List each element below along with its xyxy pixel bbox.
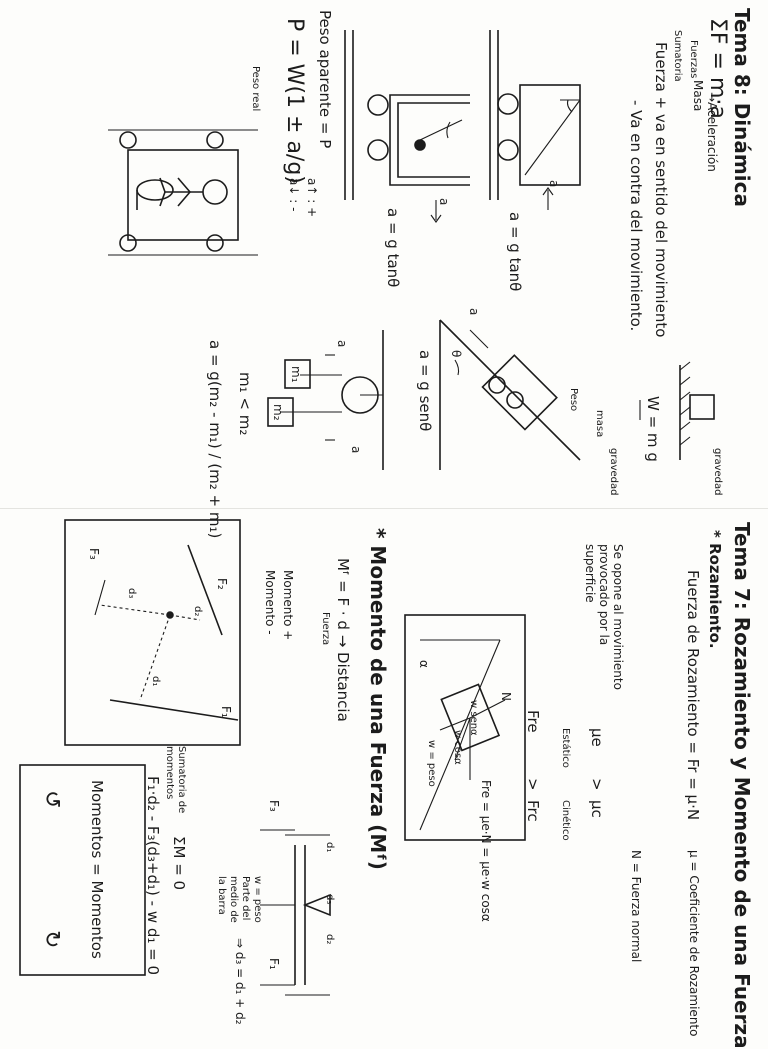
elevator-diagram [108,129,258,256]
cart-1-diagram [489,30,581,210]
incline-formula: a = g senθ [416,350,434,432]
friction-formula: Fuerza de Rozamiento = Fr = μ·N [684,570,702,821]
elevator-rule-up: a↑ : + [305,178,319,218]
pulley-a-right: a [349,446,363,454]
cart-1-formula: a = g tanθ [506,212,524,292]
bar-weight-note-1: Parte del [240,876,251,921]
moment-d1-label: d₁ [150,676,161,687]
friction-box-frame [404,614,526,841]
moment-f3-label: F₃ [87,548,101,560]
kinetic-label: Cinético [560,800,571,841]
weight-gravity-label: gravedad [608,448,619,496]
cart-2-diagram [344,30,470,223]
bar-diagram [260,829,331,996]
incline-a-label: a [467,308,481,316]
mu-kinetic-symbol: μc [588,800,606,818]
opposes-line-3: superficie [583,544,597,603]
bar-weight-note-2: medio de [228,876,239,923]
moment-sign-minus: Momento - [263,570,277,635]
sum-moments-line-1: Sumatoria de [176,746,187,814]
bar-f3-label: F₃ [267,800,281,812]
bar-weight-note-3: la barra [216,876,227,915]
moment-force-label: Fuerza [320,612,331,646]
box-wcos-label: w cosα [452,730,463,765]
elevator-rule-down: a↓ : - [287,178,301,212]
box-weight-label: w = peso [426,740,437,787]
cart-2-a-label: a [437,198,451,206]
bar-d1-label: d₁ [324,842,335,853]
frc-label: Frc [524,800,542,822]
bar-f1-label: F₁ [267,958,281,970]
clockwise-icon: ↻ [39,930,64,949]
newton-forces-label: Fuerzas [688,40,699,79]
moment-d3-label: d₃ [126,588,137,599]
box-friction-formula: Fre = μe·N = μe·w cosα [479,780,493,922]
moment-sign-plus: Momento + [281,570,295,641]
incline-weight-label: Peso [568,388,579,412]
fr-gt-symbol: > [524,778,542,791]
newton-sumatoria-label: Sumatoria [672,30,683,82]
moment-diagram-frame [64,519,241,746]
weight-diagram [639,361,715,460]
opposes-line-2: provocado por la [597,544,611,646]
moment-f1-label: F₁ [219,706,233,718]
scanned-notes-page: Tema 8: Dinámica ΣF = m·a →Aceleración M… [0,8,768,1049]
moment-f2-label: F₂ [215,578,229,590]
pulley-m1-label: m₁ [289,366,303,383]
cart-1-a-label: a [547,180,561,188]
newton-mass-label: Masa [691,80,705,112]
pulley-a-left: a [335,340,349,348]
mu-gt-symbol: > [588,778,606,791]
weight-formula: W = m g [644,396,662,462]
pulley-diagram [267,330,384,470]
fre-label: Fre [524,710,542,733]
bar-d3-label: d₃ [324,894,335,905]
newton-acceleration-label: →Aceleración [705,92,719,172]
box-wsen-label: w senα [468,700,479,736]
pulley-m2-label: m₂ [271,404,285,421]
counterclockwise-icon: ↺ [39,790,64,809]
gravity-top-label: gravedad [712,448,723,496]
bar-d3-rule: ⇒ d₃ = d₁ + d₂ [233,938,247,1025]
sum-moments-line-2: momentos [164,746,175,800]
opposes-line-1: Se opone al movimiento [611,544,625,690]
mu-static-symbol: μe [588,728,606,747]
incline-diagram [439,319,581,470]
sum-expanded-formula: F₁·d₂ - F₃(d₃+d₁) - w d₁ = 0 [144,776,162,976]
box-alpha-label: α [417,660,431,668]
normal-definition: N = Fuerza normal [629,850,643,963]
page-fold-line [0,508,768,509]
bar-weight-label: w = peso [252,876,263,923]
box-normal-label: N [499,692,513,701]
moments-equality: Momentos = Momentos [88,780,106,959]
momento-heading: * Momento de una Fuerza (Mᶠ) [366,528,390,870]
mu-definition: μ = Coeficiente de Rozamiento [687,850,701,1037]
elevator-real-weight: Peso real [250,66,261,112]
bar-d2-label: d₂ [324,934,335,945]
elevator-title: Peso aparente = P [316,10,334,149]
moment-d2-label: d₂ [192,606,203,617]
weight-mass-label: masa [594,410,605,438]
equality-box-frame [19,764,146,976]
diagrams-layer [19,30,715,996]
sum-formula: ΣM = 0 [170,836,188,891]
rozamiento-heading: * Rozamiento. [706,530,724,649]
pulley-condition: m₁ < m₂ [236,372,254,436]
sign-rule-positive: Fuerza + va en sentido del movimiento [652,42,670,338]
incline-theta-label: θ [449,350,463,358]
cart-2-formula: a = g tanθ [384,208,402,288]
pulley-formula: a = g(m₂ - m₁) / (m₂ + m₁) [206,340,224,539]
sign-rule-negative: - Va en contra del movimiento. [627,100,645,332]
topic-8-title: Tema 8: Dinámica [730,8,754,207]
static-label: Estático [560,728,571,768]
topic-7-title: Tema 7: Rozamiento y Momento de una Fuer… [730,522,754,1049]
moment-formula: Mᶠ = F · d → Distancia [334,558,352,722]
elevator-formula: P = W(1 ± a/g) [282,18,307,184]
